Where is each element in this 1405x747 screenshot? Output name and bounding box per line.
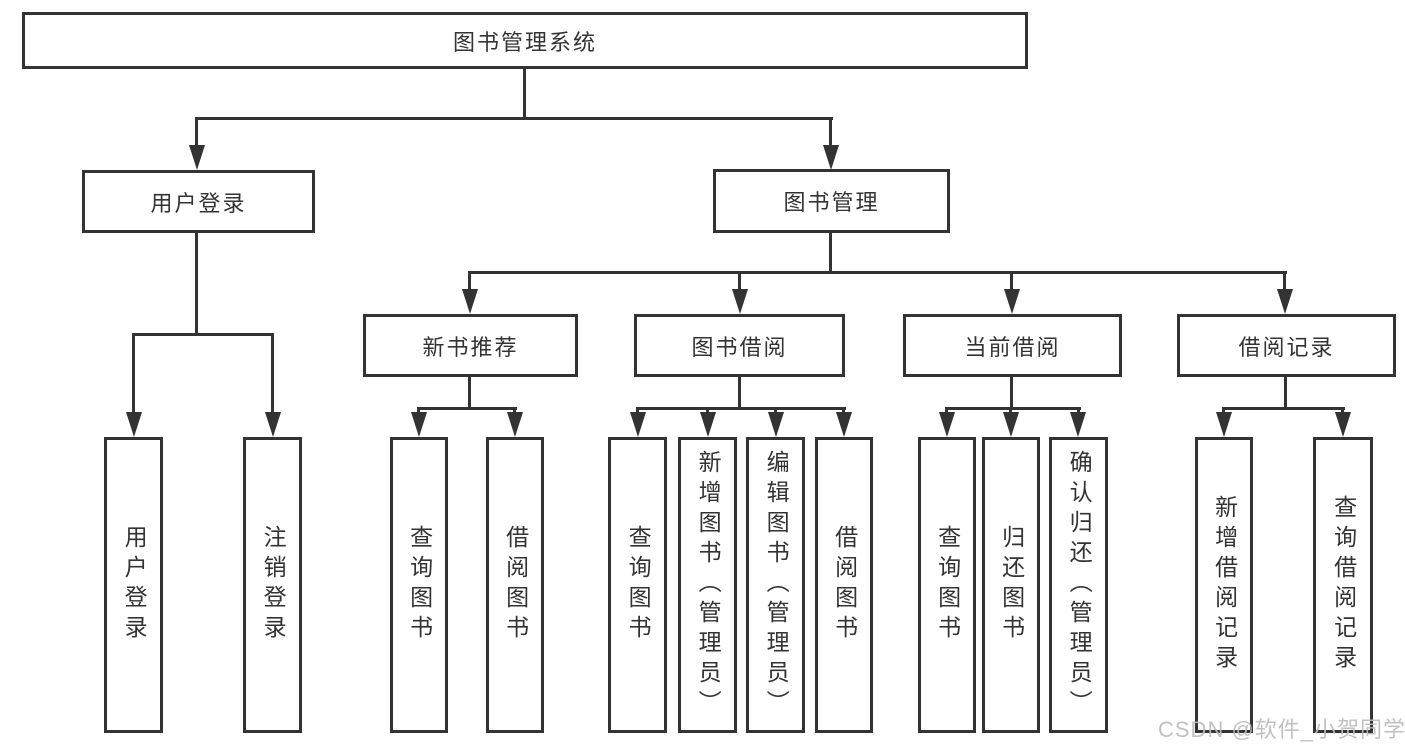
leaf-borrow-books: 借阅图书 [815, 437, 873, 733]
connector-stem [468, 377, 471, 409]
connector-rail [417, 407, 517, 410]
node-root-library-system: 图书管理系统 [22, 12, 1028, 69]
connector-root-stem [523, 69, 526, 118]
connector-book-mgmt-stem [829, 233, 832, 273]
connector-rail [945, 407, 1081, 410]
leaf-edit-books-admin: 编辑图书（管理员） [746, 437, 805, 733]
connector-user-login-stem [195, 233, 198, 335]
arrow-down-icon [768, 412, 784, 437]
connector-rail [1222, 407, 1345, 410]
arrow-down-icon [823, 145, 839, 170]
leaf-logout: 注销登录 [243, 437, 302, 733]
arrow-down-icon [939, 412, 955, 437]
csdn-watermark: CSDN @软件_小贺同学 [1158, 717, 1405, 742]
node-book-management: 图书管理 [713, 169, 950, 233]
arrow-down-icon [1216, 412, 1232, 437]
connector-stem [738, 377, 741, 409]
connector-to-borrow-records [1283, 271, 1286, 291]
arrow-down-icon [265, 412, 281, 437]
arrow-down-icon [836, 412, 852, 437]
leaf-return-books: 归还图书 [982, 437, 1040, 733]
arrow-down-icon [507, 412, 523, 437]
node-user-login: 用户登录 [82, 170, 315, 233]
connector-to-book-mgmt [829, 117, 832, 150]
connector-stem [1010, 377, 1013, 409]
node-borrowing-records: 借阅记录 [1177, 314, 1396, 377]
arrow-down-icon [732, 289, 748, 314]
leaf-query-books-current: 查询图书 [918, 437, 976, 733]
node-current-borrowing: 当前借阅 [903, 314, 1122, 377]
arrow-down-icon [126, 412, 142, 437]
arrow-down-icon [1335, 412, 1351, 437]
arrow-down-icon [1004, 289, 1020, 314]
connector-to-book-borrow [738, 271, 741, 291]
arrow-down-icon [1277, 289, 1293, 314]
connector-to-current-borrow [1010, 271, 1013, 291]
arrow-down-icon [700, 412, 716, 437]
connector-to-leaf [271, 333, 274, 413]
leaf-query-books-borrow: 查询图书 [608, 437, 667, 733]
node-book-borrowing: 图书借阅 [634, 314, 845, 377]
connector-stem [1284, 377, 1287, 409]
arrow-down-icon [411, 412, 427, 437]
leaf-add-books-admin: 新增图书（管理员） [678, 437, 737, 733]
leaf-query-borrow-record: 查询借阅记录 [1313, 437, 1373, 733]
arrow-down-icon [630, 412, 646, 437]
connector-level3-rail [468, 271, 1287, 274]
arrow-down-icon [189, 145, 205, 170]
connector-to-new-books [468, 271, 471, 291]
connector-level2-rail [196, 117, 833, 120]
leaf-borrow-books-recommend: 借阅图书 [486, 437, 544, 733]
arrow-down-icon [462, 289, 478, 314]
leaf-confirm-return-admin: 确认归还（管理员） [1049, 437, 1108, 733]
arrow-down-icon [1070, 412, 1086, 437]
node-new-book-recommend: 新书推荐 [363, 314, 578, 377]
leaf-add-borrow-record: 新增借阅记录 [1195, 437, 1253, 733]
leaf-query-books-recommend: 查询图书 [390, 437, 448, 733]
connector-rail [636, 407, 846, 410]
connector-to-user-login [195, 117, 198, 150]
leaf-user-login: 用户登录 [104, 437, 163, 733]
connector-to-leaf [132, 333, 135, 413]
connector-user-login-rail [132, 333, 274, 336]
arrow-down-icon [1003, 412, 1019, 437]
